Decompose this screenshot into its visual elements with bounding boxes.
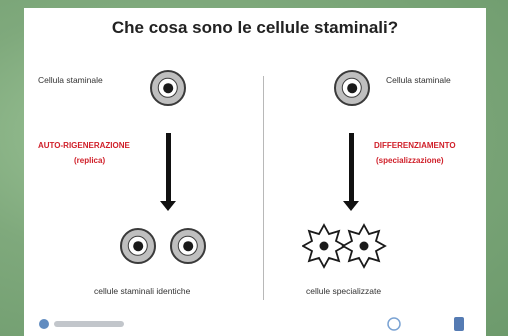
right-arrow-head xyxy=(343,201,359,211)
slide: Che cosa sono le cellule staminali? Cell… xyxy=(24,8,486,336)
cell-nucleus xyxy=(347,83,357,93)
right-process-label-1: DIFFERENZIAMENTO xyxy=(374,141,456,150)
footer-logo-right xyxy=(454,317,464,331)
stem-cell-copy-2 xyxy=(170,228,206,264)
left-process-label-2: (replica) xyxy=(74,156,105,165)
cell-nucleus xyxy=(133,241,143,251)
specialized-cell-1-nucleus xyxy=(320,242,329,251)
right-process-label-2: (specializzazione) xyxy=(376,156,444,165)
divider xyxy=(263,76,264,300)
right-bottom-label: cellule specializzate xyxy=(306,286,381,296)
footer-logo-left xyxy=(39,319,49,329)
footer-logo-mid xyxy=(388,318,400,330)
stem-cell-left xyxy=(150,70,186,106)
left-arrow-head xyxy=(160,201,176,211)
left-top-label: Cellula staminale xyxy=(38,75,103,85)
right-top-label: Cellula staminale xyxy=(386,75,451,85)
cell-nucleus xyxy=(163,83,173,93)
footer-logo-text-placeholder xyxy=(54,321,124,327)
left-process-label-1: AUTO-RIGENERAZIONE xyxy=(38,141,130,150)
stem-cell-right xyxy=(334,70,370,106)
slide-title: Che cosa sono le cellule staminali? xyxy=(24,18,486,38)
stem-cell-copy-1 xyxy=(120,228,156,264)
specialized-cells-illustration xyxy=(302,222,402,272)
right-arrow-shaft xyxy=(349,133,354,203)
cell-nucleus xyxy=(183,241,193,251)
left-bottom-label: cellule staminali identiche xyxy=(94,286,190,296)
left-arrow-shaft xyxy=(166,133,171,203)
footer-logos xyxy=(34,314,484,334)
specialized-cell-2-nucleus xyxy=(360,242,369,251)
